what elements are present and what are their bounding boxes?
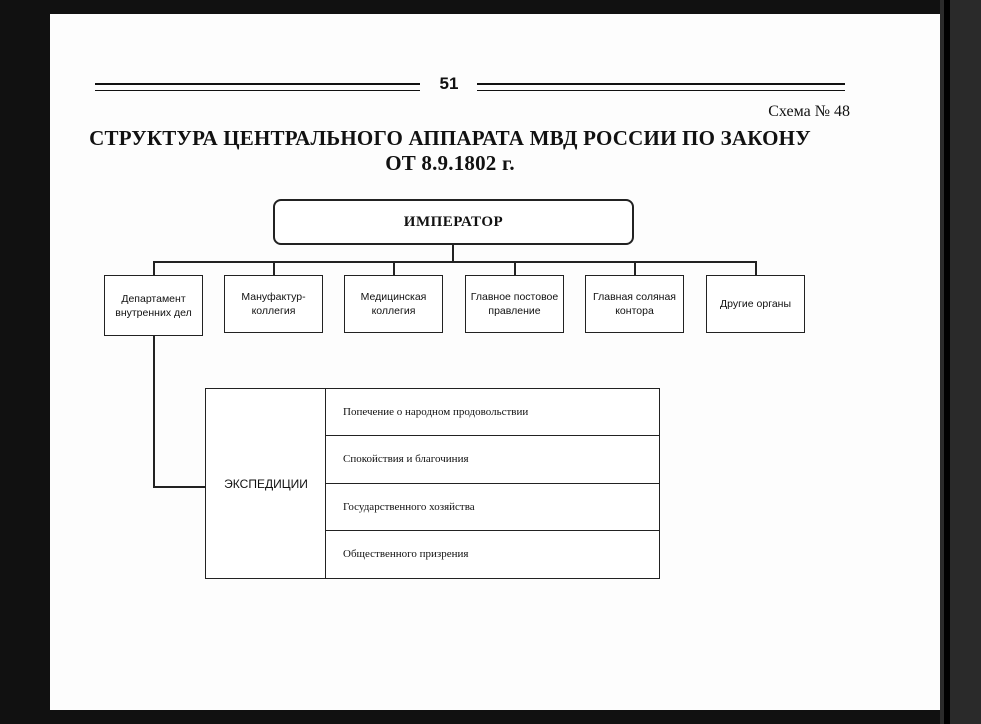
connector-drop-6 <box>755 261 757 275</box>
scan-border-right-inner <box>944 0 950 724</box>
scan-border-bottom <box>0 710 981 724</box>
dept-main-salt-office: Главная соляная контора <box>585 275 684 333</box>
expedition-item: Спокойствия и благочиния <box>326 436 659 484</box>
connector-dept-to-expeditions-vertical <box>153 335 155 487</box>
diagram-title-line-2: ОТ 8.9.1802 г. <box>385 151 515 175</box>
diagram-title-line-1: СТРУКТУРА ЦЕНТРАЛЬНОГО АППАРАТА МВД РОСС… <box>89 126 811 150</box>
scan-border-left <box>0 0 50 724</box>
connector-drop-3 <box>393 261 395 275</box>
connector-drop-1 <box>153 261 155 275</box>
expedition-item: Государственного хозяйства <box>326 484 659 531</box>
dept-medical-collegium: Медицинская коллегия <box>344 275 443 333</box>
header-rule-right <box>477 83 845 91</box>
expeditions-label: ЭКСПЕДИЦИИ <box>205 388 326 579</box>
connector-drop-2 <box>273 261 275 275</box>
page <box>50 14 940 710</box>
scheme-label: Схема № 48 <box>768 103 850 120</box>
connector-drop-5 <box>634 261 636 275</box>
dept-manufacture-collegium: Мануфактур-коллегия <box>224 275 323 333</box>
expeditions-list: Попечение о народном продовольствии Спок… <box>325 388 660 579</box>
connector-drop-4 <box>514 261 516 275</box>
expedition-item: Попечение о народном продовольствии <box>326 389 659 437</box>
emperor-node: ИМПЕРАТОР <box>273 199 634 245</box>
connector-emperor-down <box>452 245 454 261</box>
dept-other-bodies: Другие органы <box>706 275 805 333</box>
scan-border-top <box>0 0 981 14</box>
dept-internal-affairs: Департамент внутренних дел <box>104 275 203 336</box>
header-rule-left <box>95 83 420 91</box>
dept-main-postal-board: Главное постовое правление <box>465 275 564 333</box>
expedition-item: Общественного призрения <box>343 548 469 561</box>
connector-horizontal-bus <box>153 261 756 263</box>
page-number: 51 <box>439 74 459 93</box>
connector-dept-to-expeditions-horizontal <box>153 486 206 488</box>
